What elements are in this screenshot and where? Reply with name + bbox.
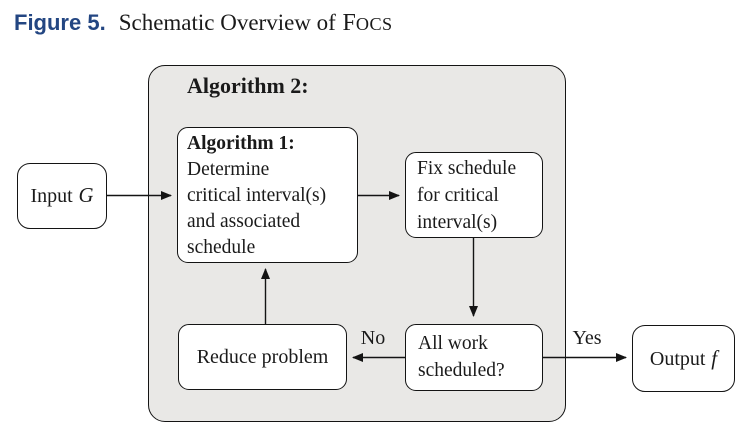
edge-label-no: No	[360, 327, 386, 349]
output-label: Output	[649, 347, 706, 370]
node-algorithm1: Algorithm 1: Determine critical interval…	[177, 127, 358, 263]
all-work-line: All work	[418, 333, 488, 354]
node-fix-schedule: Fix schedule for critical interval(s)	[405, 152, 543, 238]
node-reduce-problem: Reduce problem	[178, 324, 347, 390]
node-all-work-scheduled: All work scheduled?	[405, 324, 543, 391]
node-output-f: Output f	[632, 325, 735, 392]
algorithm1-line: critical interval(s)	[187, 185, 327, 206]
node-input-g: Input G	[17, 163, 107, 229]
figure-number-label: Figure 5.	[14, 10, 106, 35]
algorithm1-line: Determine	[187, 159, 270, 180]
algorithm1-line: schedule	[187, 237, 256, 258]
algorithm1-heading: Algorithm 1:	[187, 133, 295, 154]
algorithm1-line: and associated	[187, 211, 301, 232]
input-label: Input	[30, 185, 73, 207]
fix-schedule-line: for critical	[417, 185, 499, 206]
fix-schedule-line: interval(s)	[417, 212, 498, 233]
reduce-problem-label: Reduce problem	[196, 346, 329, 368]
algorithm2-label: Algorithm 2:	[187, 73, 309, 98]
edge-label-yes: Yes	[572, 327, 602, 349]
input-symbol-g: G	[78, 184, 94, 207]
fix-schedule-line: Fix schedule	[417, 158, 517, 179]
focs-acronym: FOCS	[342, 10, 393, 36]
all-work-line: scheduled?	[418, 360, 505, 381]
output-symbol-f: f	[711, 346, 718, 370]
figure-title-main: Schematic Overview of	[118, 10, 336, 35]
